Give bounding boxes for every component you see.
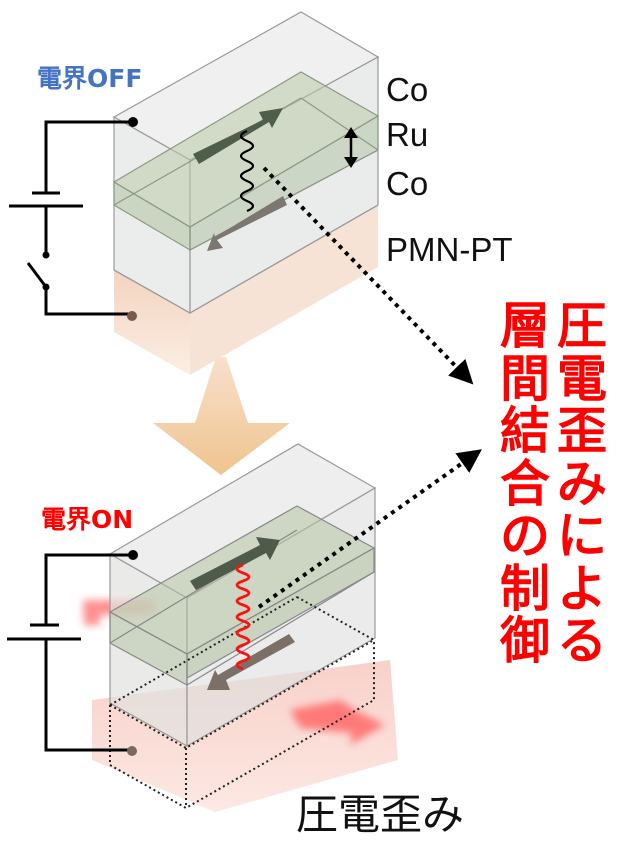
top-pointer-dotted: [262, 166, 474, 385]
bottom-magnetization-lower-arrow-icon: [207, 634, 295, 690]
strain-caption: 圧電歪み: [296, 790, 465, 839]
layer-label-pmn-pt: PMN-PT: [386, 231, 513, 268]
top-substrate-side: [190, 205, 378, 375]
top-terminal-lower: [127, 311, 137, 321]
top-magnetization-upper-arrow-icon: [193, 108, 283, 164]
top-terminal-upper: [128, 117, 138, 127]
bottom-circuit: [7, 553, 133, 752]
strain-arrow-right-icon: [290, 700, 385, 745]
transition-arrow-icon: [153, 357, 290, 475]
top-circuit: [9, 120, 133, 316]
bottom-stack: [7, 443, 482, 812]
bottom-terminal-upper: [128, 550, 138, 560]
side-title-column-1: 圧電歪みによる: [557, 297, 607, 670]
side-title-column-2: 層間結合の制御: [500, 297, 550, 670]
top-substrate-front: [114, 270, 190, 375]
bottom-terminal-lower: [127, 746, 137, 756]
state-label-off: 電界OFF: [37, 64, 143, 93]
top-magnetization-lower-arrow-icon: [207, 196, 287, 251]
bottom-coupling-spring-icon: [235, 563, 251, 671]
top-stack: [9, 11, 474, 385]
layer-label-ru: Ru: [386, 116, 429, 153]
bottom-magnetization-upper-arrow-icon: [190, 537, 280, 590]
thickness-arrow-icon: [344, 127, 358, 168]
layer-label-co-lower: Co: [386, 165, 429, 202]
top-coupling-spring-icon: [239, 129, 255, 213]
original-substrate-outline: [109, 596, 375, 810]
state-label-on: 電界ON: [41, 505, 134, 534]
layer-label-co-upper: Co: [386, 71, 429, 108]
top-switch-open: [26, 262, 48, 288]
